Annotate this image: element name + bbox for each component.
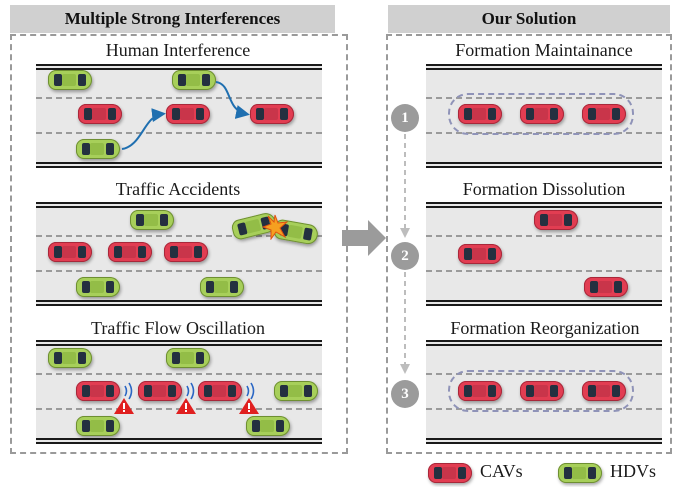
step-number-badge: 3 — [391, 380, 419, 408]
cav-car — [520, 381, 564, 401]
scenario-title-traffic-flow-oscillation: Traffic Flow Oscillation — [91, 318, 265, 338]
hdv-car — [48, 70, 92, 90]
hdv-car — [172, 70, 216, 90]
cav-car — [534, 210, 578, 230]
right-panel-header: Our Solution — [388, 5, 670, 33]
right-panel — [386, 34, 672, 454]
legend-cav-label: CAVs — [480, 461, 523, 481]
cav-car — [458, 244, 502, 264]
cav-car — [138, 381, 182, 401]
warning-icon — [239, 398, 259, 414]
warning-icon — [176, 398, 196, 414]
cav-car — [520, 104, 564, 124]
cav-car — [198, 381, 242, 401]
cav-car — [582, 381, 626, 401]
cav-car — [78, 104, 122, 124]
cav-car — [250, 104, 294, 124]
cav-car — [458, 381, 502, 401]
formation-outline — [448, 370, 634, 412]
hdv-car — [76, 277, 120, 297]
hdv-car — [130, 210, 174, 230]
hdv-car — [274, 381, 318, 401]
hdv-car — [246, 416, 290, 436]
formation-outline — [448, 93, 634, 135]
step-number-badge: 2 — [391, 242, 419, 270]
hdv-car — [166, 348, 210, 368]
legend-hdv-label: HDVs — [610, 461, 657, 481]
cav-car — [584, 277, 628, 297]
transition-arrow-icon — [342, 220, 386, 256]
cav-car — [76, 381, 120, 401]
step-title-formation-dissolution: Formation Dissolution — [462, 179, 626, 199]
warning-icon — [114, 398, 134, 414]
hdv-car — [200, 277, 244, 297]
hdv-car — [76, 416, 120, 436]
cav-car — [48, 242, 92, 262]
lane-change-arrow — [121, 108, 166, 150]
hdv-car — [48, 348, 92, 368]
step-number-badge: 1 — [391, 104, 419, 132]
cav-car — [166, 104, 210, 124]
cav-car — [108, 242, 152, 262]
cav-car — [582, 104, 626, 124]
cav-car — [164, 242, 208, 262]
hdv-car — [76, 139, 120, 159]
legend-hdv-icon — [558, 463, 602, 483]
left-panel-header: Multiple Strong Interferences — [10, 5, 335, 33]
scenario-title-human-interference: Human Interference — [105, 40, 251, 60]
step-title-formation-reorganization: Formation Reorganization — [450, 318, 640, 338]
scenario-title-traffic-accidents: Traffic Accidents — [115, 179, 241, 199]
lane-change-arrow — [215, 81, 250, 119]
legend-cav-icon — [428, 463, 472, 483]
cav-car — [458, 104, 502, 124]
collision-icon — [262, 214, 288, 240]
wireless-signal-icon — [124, 382, 255, 400]
step-title-formation-maintainance: Formation Maintainance — [455, 40, 633, 60]
